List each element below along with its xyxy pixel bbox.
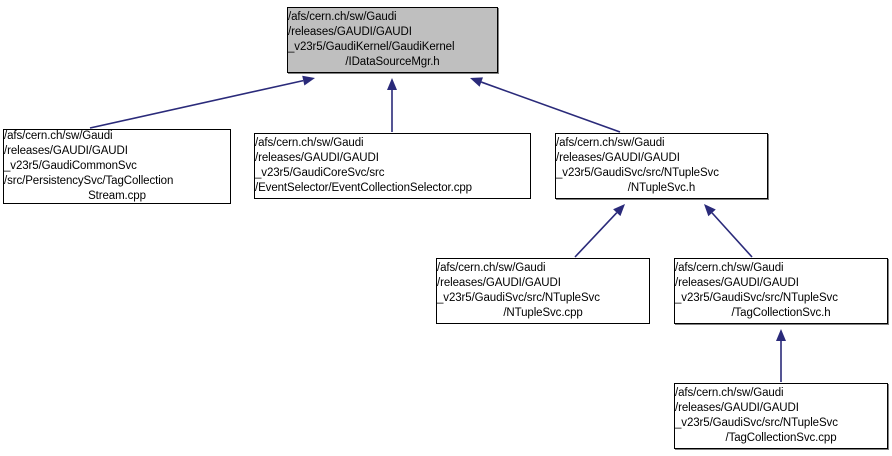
graph-node-label-line: _v23r5/GaudiSvc/src/NTupleSvc bbox=[437, 292, 600, 304]
graph-node-tagcollectionsvc-h[interactable]: /afs/cern.ch/sw/Gaudi/releases/GAUDI/GAU… bbox=[674, 258, 888, 324]
graph-node-tagcollectionstream-cpp[interactable]: /afs/cern.ch/sw/Gaudi/releases/GAUDI/GAU… bbox=[3, 129, 231, 204]
graph-edge-line-e4 bbox=[574, 212, 618, 258]
graph-node-label-line: /TagCollectionSvc.cpp bbox=[725, 432, 837, 445]
graph-node-ntuplesvc-h[interactable]: /afs/cern.ch/sw/Gaudi/releases/GAUDI/GAU… bbox=[555, 133, 768, 199]
graph-node-tagcollectionsvc-cpp[interactable]: /afs/cern.ch/sw/Gaudi/releases/GAUDI/GAU… bbox=[674, 383, 888, 449]
graph-edge-arrowhead-e6 bbox=[776, 329, 786, 341]
graph-node-label-line: /releases/GAUDI/GAUDI bbox=[675, 401, 799, 414]
graph-node-idatasourcemgr-h[interactable]: /afs/cern.ch/sw/Gaudi/releases/GAUDI/GAU… bbox=[287, 7, 498, 73]
graph-node-label-line: /NTupleSvc.cpp bbox=[503, 307, 583, 320]
graph-node-label-line: /afs/cern.ch/sw/Gaudi bbox=[255, 136, 364, 149]
graph-node-label-line: /afs/cern.ch/sw/Gaudi bbox=[675, 386, 784, 399]
graph-edge-arrowhead-e3 bbox=[470, 77, 483, 87]
graph-node-label-line: /releases/GAUDI/GAUDI bbox=[288, 25, 412, 38]
graph-node-label-line: /afs/cern.ch/sw/Gaudi bbox=[556, 136, 665, 149]
graph-edge-arrowhead-e5 bbox=[704, 204, 716, 217]
graph-node-label-line: _v23r5/GaudiSvc/src/NTupleSvc bbox=[556, 167, 719, 179]
graph-node-label-line: /afs/cern.ch/sw/Gaudi bbox=[4, 129, 113, 142]
graph-node-eventcollectionselector-cpp[interactable]: /afs/cern.ch/sw/Gaudi/releases/GAUDI/GAU… bbox=[254, 133, 531, 199]
graph-node-label-line: /NTupleSvc.h bbox=[627, 182, 696, 195]
graph-node-label-line: /src/PersistencySvc/TagCollection bbox=[4, 175, 174, 188]
graph-node-label-line: _v23r5/GaudiSvc/src/NTupleSvc bbox=[675, 292, 838, 304]
graph-edge-arrowhead-e2 bbox=[387, 78, 397, 90]
graph-node-label-line: /afs/cern.ch/sw/Gaudi bbox=[675, 261, 784, 274]
graph-node-label-line: _v23r5/GaudiCommonSvc bbox=[4, 159, 137, 172]
graph-node-label-line: /afs/cern.ch/sw/Gaudi bbox=[288, 10, 397, 23]
graph-node-label-line: /releases/GAUDI/GAUDI bbox=[556, 151, 680, 164]
graph-node-label-line: /releases/GAUDI/GAUDI bbox=[675, 276, 799, 289]
graph-edge-line-e1 bbox=[89, 79, 304, 129]
graph-edge-line-e5 bbox=[711, 212, 753, 258]
graph-node-label-line: /releases/GAUDI/GAUDI bbox=[255, 151, 379, 164]
graph-node-label-line: _v23r5/GaudiCoreSvc/src bbox=[255, 167, 385, 179]
graph-node-label-line: Stream.cpp bbox=[88, 190, 146, 203]
graph-node-label-line: /TagCollectionSvc.h bbox=[731, 307, 831, 320]
graph-edge-arrowhead-e4 bbox=[613, 204, 625, 217]
graph-node-ntuplesvc-cpp[interactable]: /afs/cern.ch/sw/Gaudi/releases/GAUDI/GAU… bbox=[436, 258, 650, 324]
graph-node-label-line: /IDataSourceMgr.h bbox=[345, 56, 440, 69]
graph-edge-arrowhead-e1 bbox=[302, 75, 315, 86]
graph-node-label-line: _v23r5/GaudiSvc/src/NTupleSvc bbox=[675, 417, 838, 429]
graph-node-label-line: _v23r5/GaudiKernel/GaudiKernel bbox=[288, 41, 455, 53]
graph-edge-line-e3 bbox=[481, 81, 621, 133]
graph-node-label-line: /afs/cern.ch/sw/Gaudi bbox=[437, 261, 546, 274]
graph-node-label-line: /releases/GAUDI/GAUDI bbox=[4, 144, 128, 157]
graph-node-label-line: /releases/GAUDI/GAUDI bbox=[437, 276, 561, 289]
graph-node-label-line: /EventSelector/EventCollectionSelector.c… bbox=[255, 182, 472, 195]
